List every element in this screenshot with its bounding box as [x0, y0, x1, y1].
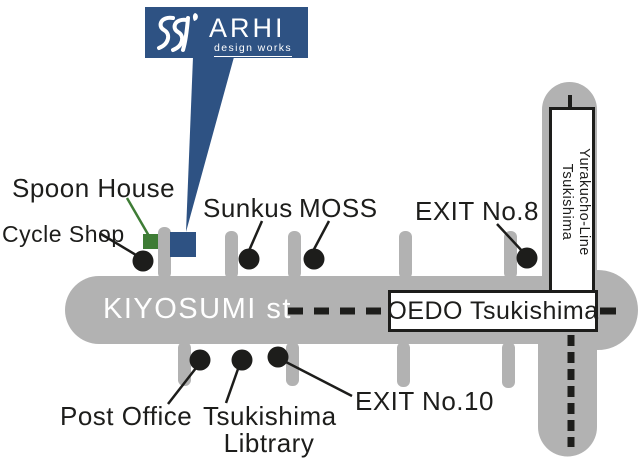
side-street-stub: [399, 231, 412, 279]
label-spoon-house: Spoon House: [12, 173, 176, 203]
oedo-line-road-south: [538, 305, 597, 457]
yurakucho-rail-label: Yurakucho-Line Tsukishima: [556, 112, 592, 292]
side-street-stub: [397, 342, 410, 387]
exit10-leader: [283, 359, 353, 398]
rail-station-name: Tsukishima: [559, 163, 575, 241]
sunkus-leader: [246, 220, 264, 254]
arhi-logo-box: ARHI design works: [145, 7, 308, 58]
post-office-dot: [189, 349, 211, 371]
library-dot: [231, 349, 253, 371]
arhi-logo-mark-icon: [157, 13, 198, 52]
brand-subtitle: design works: [214, 43, 293, 57]
exit10-dot: [267, 346, 289, 368]
library-leader: [224, 368, 240, 404]
kiyosumi-street-label: KIYOSUMI st: [103, 293, 292, 325]
cycle-shop-dot: [132, 250, 154, 272]
label-exit10: EXIT No.10: [355, 386, 494, 416]
side-street-stub: [178, 342, 191, 386]
arhi-office-marker: [170, 232, 196, 257]
label-moss: MOSS: [299, 193, 378, 223]
label-sunkus: Sunkus: [203, 193, 293, 223]
sunkus-dot: [238, 248, 260, 270]
label-tsukishima-library: Tsukishima Libtrary: [203, 401, 337, 458]
yurakucho-rail-box: Yurakucho-Line Tsukishima: [549, 107, 595, 293]
side-street-stub: [288, 231, 301, 279]
moss-dot: [303, 248, 325, 270]
side-street-stub: [502, 342, 515, 388]
label-post-office: Post Office: [60, 401, 193, 431]
post-office-leader: [167, 367, 197, 405]
exit8-dot: [516, 247, 538, 269]
label-exit8: EXIT No.8: [415, 196, 539, 226]
moss-leader: [310, 220, 331, 254]
oedo-station-box: OEDO Tsukishima: [387, 290, 599, 332]
spoon-house-leader: [125, 197, 151, 237]
cycle-shop-leader: [100, 232, 142, 260]
side-street-stub: [225, 231, 238, 279]
oedo-station-label: OEDO Tsukishima: [387, 296, 599, 325]
rail-line-name: Yurakucho-Line: [576, 148, 592, 256]
exit8-leader: [496, 223, 524, 253]
label-cycle-shop: Cycle Shop: [2, 221, 125, 247]
side-street-stub: [158, 227, 171, 279]
brand-name: ARHI: [209, 13, 286, 43]
spoon-house-marker: [143, 234, 158, 249]
location-pointer: [186, 57, 234, 232]
